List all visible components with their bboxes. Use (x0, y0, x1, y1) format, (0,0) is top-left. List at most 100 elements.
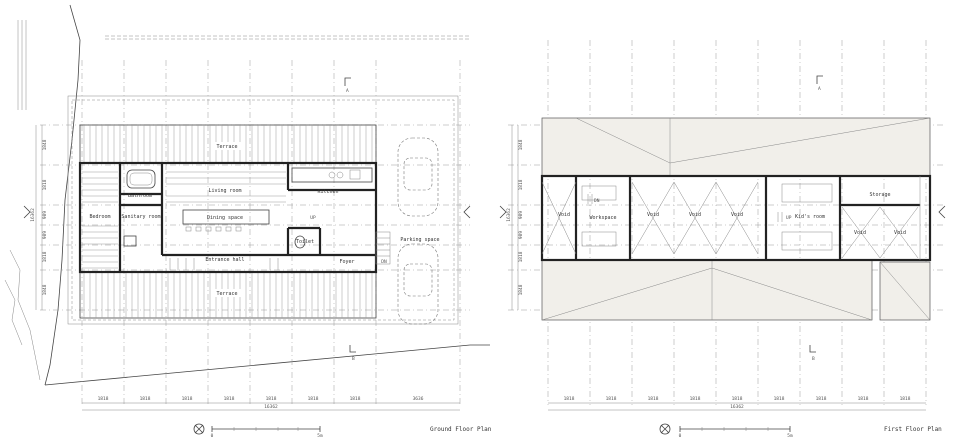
svg-text:1818: 1818 (350, 396, 361, 402)
ground-bottom-dimensions: 1818 1818 1818 1818 1818 1818 1818 3636 … (82, 396, 460, 411)
svg-text:1848: 1848 (42, 284, 48, 295)
street-hatching (105, 35, 470, 40)
first-floor-outline (540, 174, 932, 262)
label-terrace-top: Terrace (216, 144, 237, 150)
roof-bottom (541, 259, 931, 321)
label-kids-room: Kid's room (795, 214, 825, 220)
ground-grid-vertical (81, 60, 461, 405)
title-first-floor-plan: First Floor Plan (884, 426, 942, 433)
label-terrace-bottom: Terrace (216, 291, 237, 297)
svg-text:1818: 1818 (858, 396, 869, 402)
entrance-stairs-icon (169, 258, 279, 270)
first-grid-vertical (547, 40, 927, 405)
scale-bar-first: 0 5m (679, 426, 793, 439)
site-boundary-bottom (44, 344, 471, 386)
label-toilet: Toilet (296, 239, 314, 245)
svg-text:1818: 1818 (816, 396, 827, 402)
svg-text:16362: 16362 (264, 404, 278, 410)
workspace-desk-icon (581, 185, 617, 201)
label-up-ground: UP (310, 215, 316, 221)
lot-outline (67, 95, 459, 325)
car-top-icon (397, 137, 439, 217)
label-void-2: Void (647, 212, 659, 218)
label-void-4: Void (731, 212, 743, 218)
car-bottom-icon (397, 243, 439, 325)
svg-text:B: B (352, 356, 355, 362)
svg-text:1818: 1818 (308, 396, 319, 402)
label-workspace: Workspace (589, 215, 616, 221)
first-floor-plan: Void Workspace Void Void Void Kid's room… (499, 40, 946, 439)
label-living-room: Living room (208, 188, 241, 194)
svg-text:16362: 16362 (30, 208, 36, 222)
svg-text:909: 909 (42, 231, 48, 239)
section-marker-b-first: B (809, 345, 816, 362)
section-marker-right-ground (463, 205, 471, 219)
ground-floor-plan: Terrace (4, 4, 492, 439)
svg-text:1818: 1818 (690, 396, 701, 402)
svg-text:1818: 1818 (606, 396, 617, 402)
first-stairs-icon (587, 194, 783, 222)
svg-text:1848: 1848 (42, 139, 48, 150)
bedroom-floor (82, 171, 118, 269)
label-void-6: Void (894, 230, 906, 236)
terrace-bottom: Terrace (79, 271, 377, 319)
svg-text:1848: 1848 (518, 139, 524, 150)
house-outer-wall (78, 161, 378, 274)
label-dn-first: DN (594, 198, 600, 204)
section-marker-a-ground: A (344, 77, 351, 94)
svg-text:1818: 1818 (42, 251, 48, 262)
section-marker-b-ground: B (349, 345, 356, 362)
dining-table-icon (182, 209, 270, 225)
svg-text:909: 909 (518, 211, 524, 219)
svg-text:1818: 1818 (182, 396, 193, 402)
roof-top (541, 117, 931, 177)
label-dining-space: Dining space (207, 215, 243, 221)
label-bedroom: Bedroom (89, 214, 110, 220)
living-room-floor (166, 171, 286, 203)
dining-chairs-icon (185, 226, 242, 232)
svg-text:16362: 16362 (730, 404, 744, 410)
title-ground-floor-plan: Ground Floor Plan (430, 426, 492, 433)
workspace-shelf-icon (581, 231, 617, 247)
label-foyer: Foyer (339, 259, 354, 265)
first-left-dimensions: 1848 1818 909 909 1818 1848 16362 (506, 125, 524, 310)
svg-text:1818: 1818 (224, 396, 235, 402)
svg-text:1818: 1818 (900, 396, 911, 402)
svg-text:1818: 1818 (42, 179, 48, 190)
north-arrow-icon-first (659, 423, 671, 435)
svg-text:1818: 1818 (140, 396, 151, 402)
label-void-5: Void (854, 230, 866, 236)
site-boundary-left (44, 4, 81, 386)
label-void-3: Void (689, 212, 701, 218)
ground-left-dimensions: 1848 1818 909 909 1818 1848 16362 (30, 125, 48, 310)
bed-top-icon (781, 183, 833, 203)
first-bottom-dimensions: 1818 1818 1818 1818 1818 1818 1818 1818 … (548, 396, 926, 411)
svg-text:5m: 5m (317, 433, 323, 439)
kitchen-counter-icon (291, 167, 373, 183)
svg-text:0: 0 (679, 433, 682, 439)
svg-text:1818: 1818 (266, 396, 277, 402)
svg-text:3636: 3636 (413, 396, 424, 402)
scale-bar-ground: 0 5m (211, 426, 323, 439)
label-dn-ground: DN (381, 259, 387, 265)
section-marker-left-first (499, 205, 507, 219)
section-marker-right-first (938, 205, 946, 219)
terrace-top: Terrace (79, 124, 377, 164)
label-parking-space: Parking space (400, 237, 439, 243)
svg-text:5m: 5m (787, 433, 793, 439)
label-entrance-hall: Entrance hall (205, 257, 244, 263)
section-marker-a-first: A (816, 75, 823, 92)
svg-text:1848: 1848 (518, 284, 524, 295)
svg-text:909: 909 (518, 231, 524, 239)
washbasin-icon (123, 235, 137, 247)
svg-text:1818: 1818 (774, 396, 785, 402)
internal-walls (118, 163, 376, 272)
north-arrow-icon-ground (193, 423, 205, 435)
svg-text:A: A (818, 86, 821, 92)
bathtub-icon (126, 169, 156, 189)
label-kitchen: Kitchen (317, 189, 338, 195)
label-bathroom: Bathroom (128, 193, 152, 199)
setback-line (71, 99, 455, 321)
svg-text:909: 909 (42, 211, 48, 219)
